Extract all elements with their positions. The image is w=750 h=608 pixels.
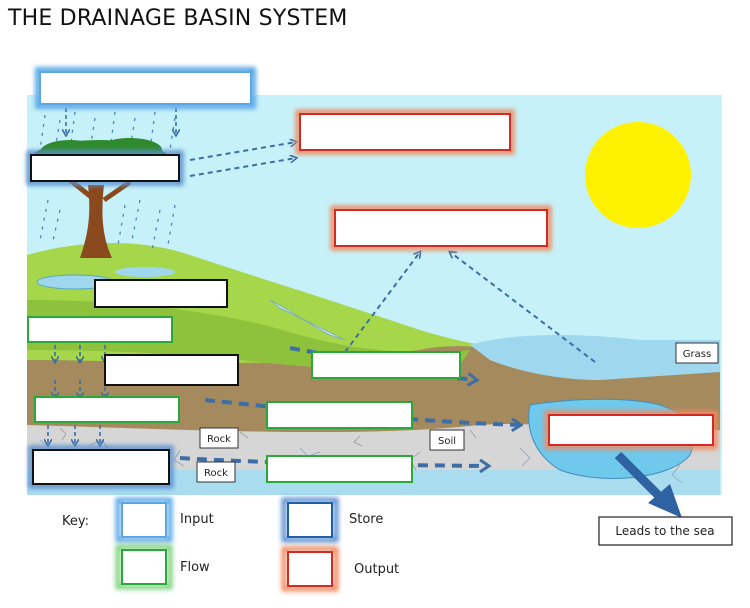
flow-box-surface-runoff[interactable] xyxy=(311,351,461,379)
lake xyxy=(470,335,720,380)
key-swatch-flow xyxy=(121,549,167,585)
key-label-flow: Flow xyxy=(180,560,210,575)
rock-label-lower-box xyxy=(196,461,236,483)
key-label-output: Output xyxy=(354,562,399,577)
output-box-evaporation[interactable] xyxy=(334,209,548,247)
key-legend: Key: Input Store Flow Output xyxy=(62,497,399,592)
sea-label-box xyxy=(598,516,733,546)
rock-cracks-upper xyxy=(59,427,477,447)
grass-label-box xyxy=(675,342,719,364)
rock-label-upper-box xyxy=(199,427,239,449)
soil-label-box xyxy=(429,429,465,451)
output-box-transpiration[interactable] xyxy=(299,113,511,151)
rock-label-upper: Rock xyxy=(207,434,231,445)
soil-label: Soil xyxy=(438,436,456,447)
evapotranspiration-arrows xyxy=(189,142,596,363)
pond-small xyxy=(115,267,175,277)
key-label-store: Store xyxy=(349,512,383,527)
input-box-precipitation[interactable] xyxy=(39,71,252,105)
stream xyxy=(269,299,346,341)
page-title: THE DRAINAGE BASIN SYSTEM xyxy=(8,6,348,31)
infiltration-arrows xyxy=(48,345,105,445)
flow-box-percolation[interactable] xyxy=(34,396,180,423)
key-label-input: Input xyxy=(180,512,214,527)
key-swatch-store xyxy=(287,502,333,538)
output-box-river-discharge[interactable] xyxy=(548,414,714,446)
flow-box-throughflow[interactable] xyxy=(266,401,413,429)
rain-icon xyxy=(39,111,176,251)
flow-box-infiltration[interactable] xyxy=(27,316,173,343)
key-swatch-input xyxy=(121,502,167,538)
flow-box-groundwater-flow[interactable] xyxy=(266,455,413,483)
sea-label: Leads to the sea xyxy=(615,524,714,538)
store-box-groundwater[interactable] xyxy=(32,449,170,485)
store-box-interception[interactable] xyxy=(30,154,180,182)
store-box-soil-water[interactable] xyxy=(104,354,239,386)
sun-icon xyxy=(585,122,691,228)
key-swatch-output xyxy=(287,551,333,587)
sea-arrow-head xyxy=(648,484,682,518)
grass-label: Grass xyxy=(683,349,711,360)
store-box-surface-storage[interactable] xyxy=(94,279,228,308)
precipitation-arrows xyxy=(66,108,176,135)
key-heading: Key: xyxy=(62,514,89,529)
rock-label-lower: Rock xyxy=(204,468,228,479)
